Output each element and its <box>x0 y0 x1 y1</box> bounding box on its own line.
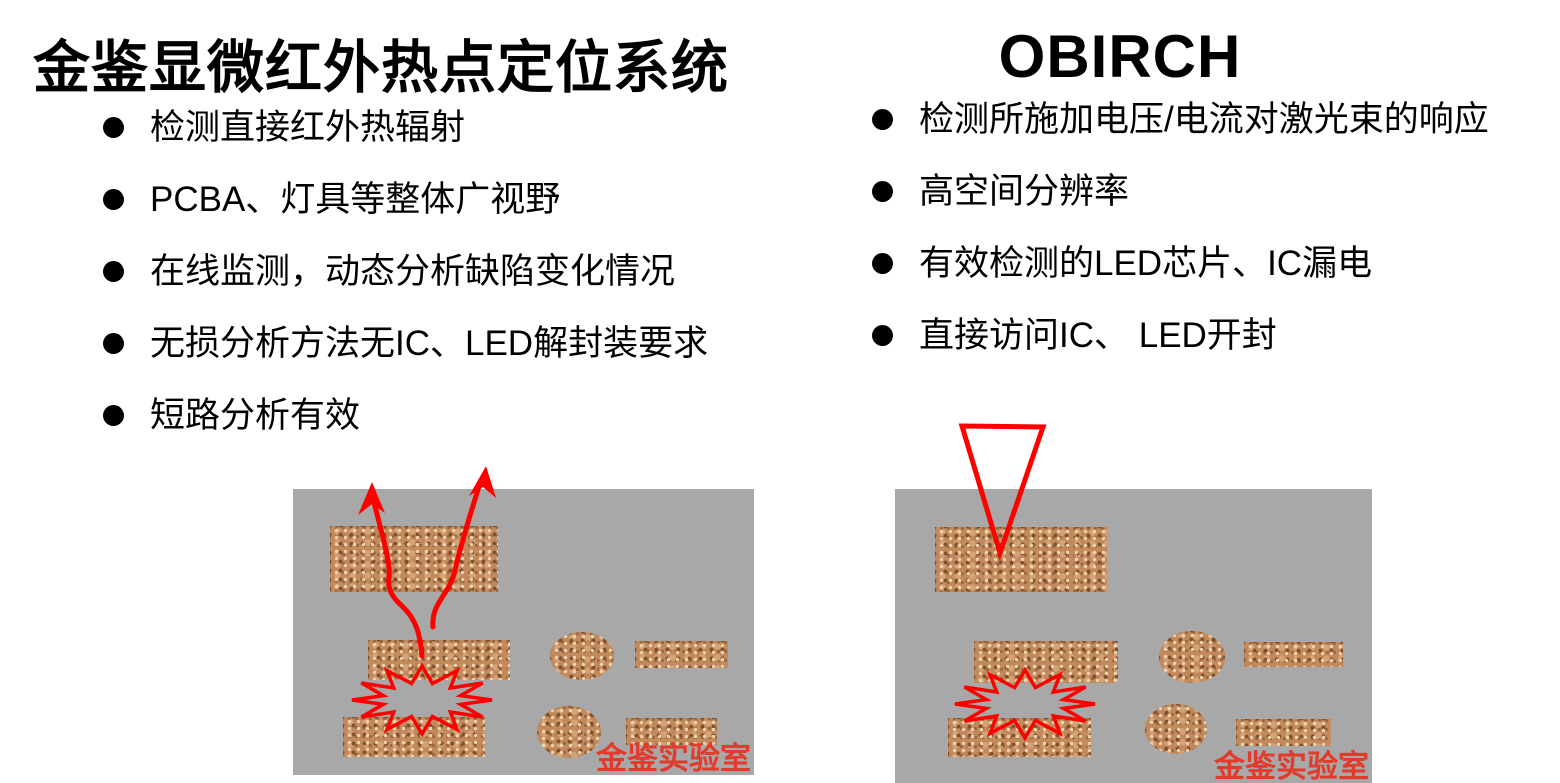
copper-pad <box>550 632 614 680</box>
bullet-icon <box>103 333 124 354</box>
bullet-icon <box>103 261 124 282</box>
right-bullet-list: 检测所施加电压/电流对激光束的响应 高空间分辨率 有效检测的LED芯片、IC漏电… <box>872 100 1489 388</box>
bullet-icon <box>872 325 893 346</box>
bullet-item: 直接访问IC、 LED开封 <box>872 316 1489 356</box>
bullet-item: PCBA、灯具等整体广视野 <box>103 180 708 220</box>
bullet-text: 在线监测，动态分析缺陷变化情况 <box>150 252 676 291</box>
bullet-text: 检测直接红外热辐射 <box>150 108 466 147</box>
bullet-item: 有效检测的LED芯片、IC漏电 <box>872 244 1489 284</box>
copper-trace <box>626 718 717 745</box>
copper-trace <box>974 641 1118 683</box>
bullet-item: 检测直接红外热辐射 <box>103 108 708 148</box>
bullet-icon <box>103 405 124 426</box>
left-bullet-list: 检测直接红外热辐射 PCBA、灯具等整体广视野 在线监测，动态分析缺陷变化情况 … <box>103 108 708 468</box>
watermark: 金鉴实验室 <box>1214 749 1369 783</box>
bullet-text: 检测所施加电压/电流对激光束的响应 <box>919 100 1489 139</box>
right-section-title: OBIRCH <box>998 23 1242 90</box>
copper-pad <box>1145 704 1207 754</box>
copper-trace <box>1236 719 1331 746</box>
bullet-icon <box>872 109 893 130</box>
bullet-icon <box>103 189 124 210</box>
bullet-item: 短路分析有效 <box>103 396 708 436</box>
infrared-thermal-diagram: 金鉴实验室 <box>293 489 754 776</box>
bullet-text: 直接访问IC、 LED开封 <box>919 316 1277 355</box>
bullet-item: 在线监测，动态分析缺陷变化情况 <box>103 252 708 292</box>
copper-trace <box>635 641 728 668</box>
bullet-text: 短路分析有效 <box>150 396 361 435</box>
bullet-icon <box>872 253 893 274</box>
bullet-icon <box>872 181 893 202</box>
copper-trace <box>330 526 498 592</box>
bullet-item: 无损分析方法无IC、LED解封装要求 <box>103 324 708 364</box>
bullet-text: 有效检测的LED芯片、IC漏电 <box>919 244 1373 283</box>
bullet-text: 无损分析方法无IC、LED解封装要求 <box>150 324 709 363</box>
watermark: 金鉴实验室 <box>596 741 751 776</box>
copper-pad <box>537 706 601 758</box>
copper-pad <box>1159 631 1225 683</box>
bullet-text: PCBA、灯具等整体广视野 <box>150 180 561 219</box>
bullet-item: 高空间分辨率 <box>872 172 1489 212</box>
copper-trace <box>1244 642 1343 667</box>
copper-trace <box>935 527 1107 592</box>
left-section-title: 金鉴显微红外热点定位系统 <box>33 36 729 100</box>
copper-trace <box>343 717 485 757</box>
copper-trace <box>368 640 510 680</box>
bullet-text: 高空间分辨率 <box>919 172 1130 211</box>
bullet-item: 检测所施加电压/电流对激光束的响应 <box>872 100 1489 140</box>
bullet-icon <box>103 117 124 138</box>
obirch-laser-diagram: 金鉴实验室 <box>895 489 1372 783</box>
copper-trace <box>948 718 1091 757</box>
